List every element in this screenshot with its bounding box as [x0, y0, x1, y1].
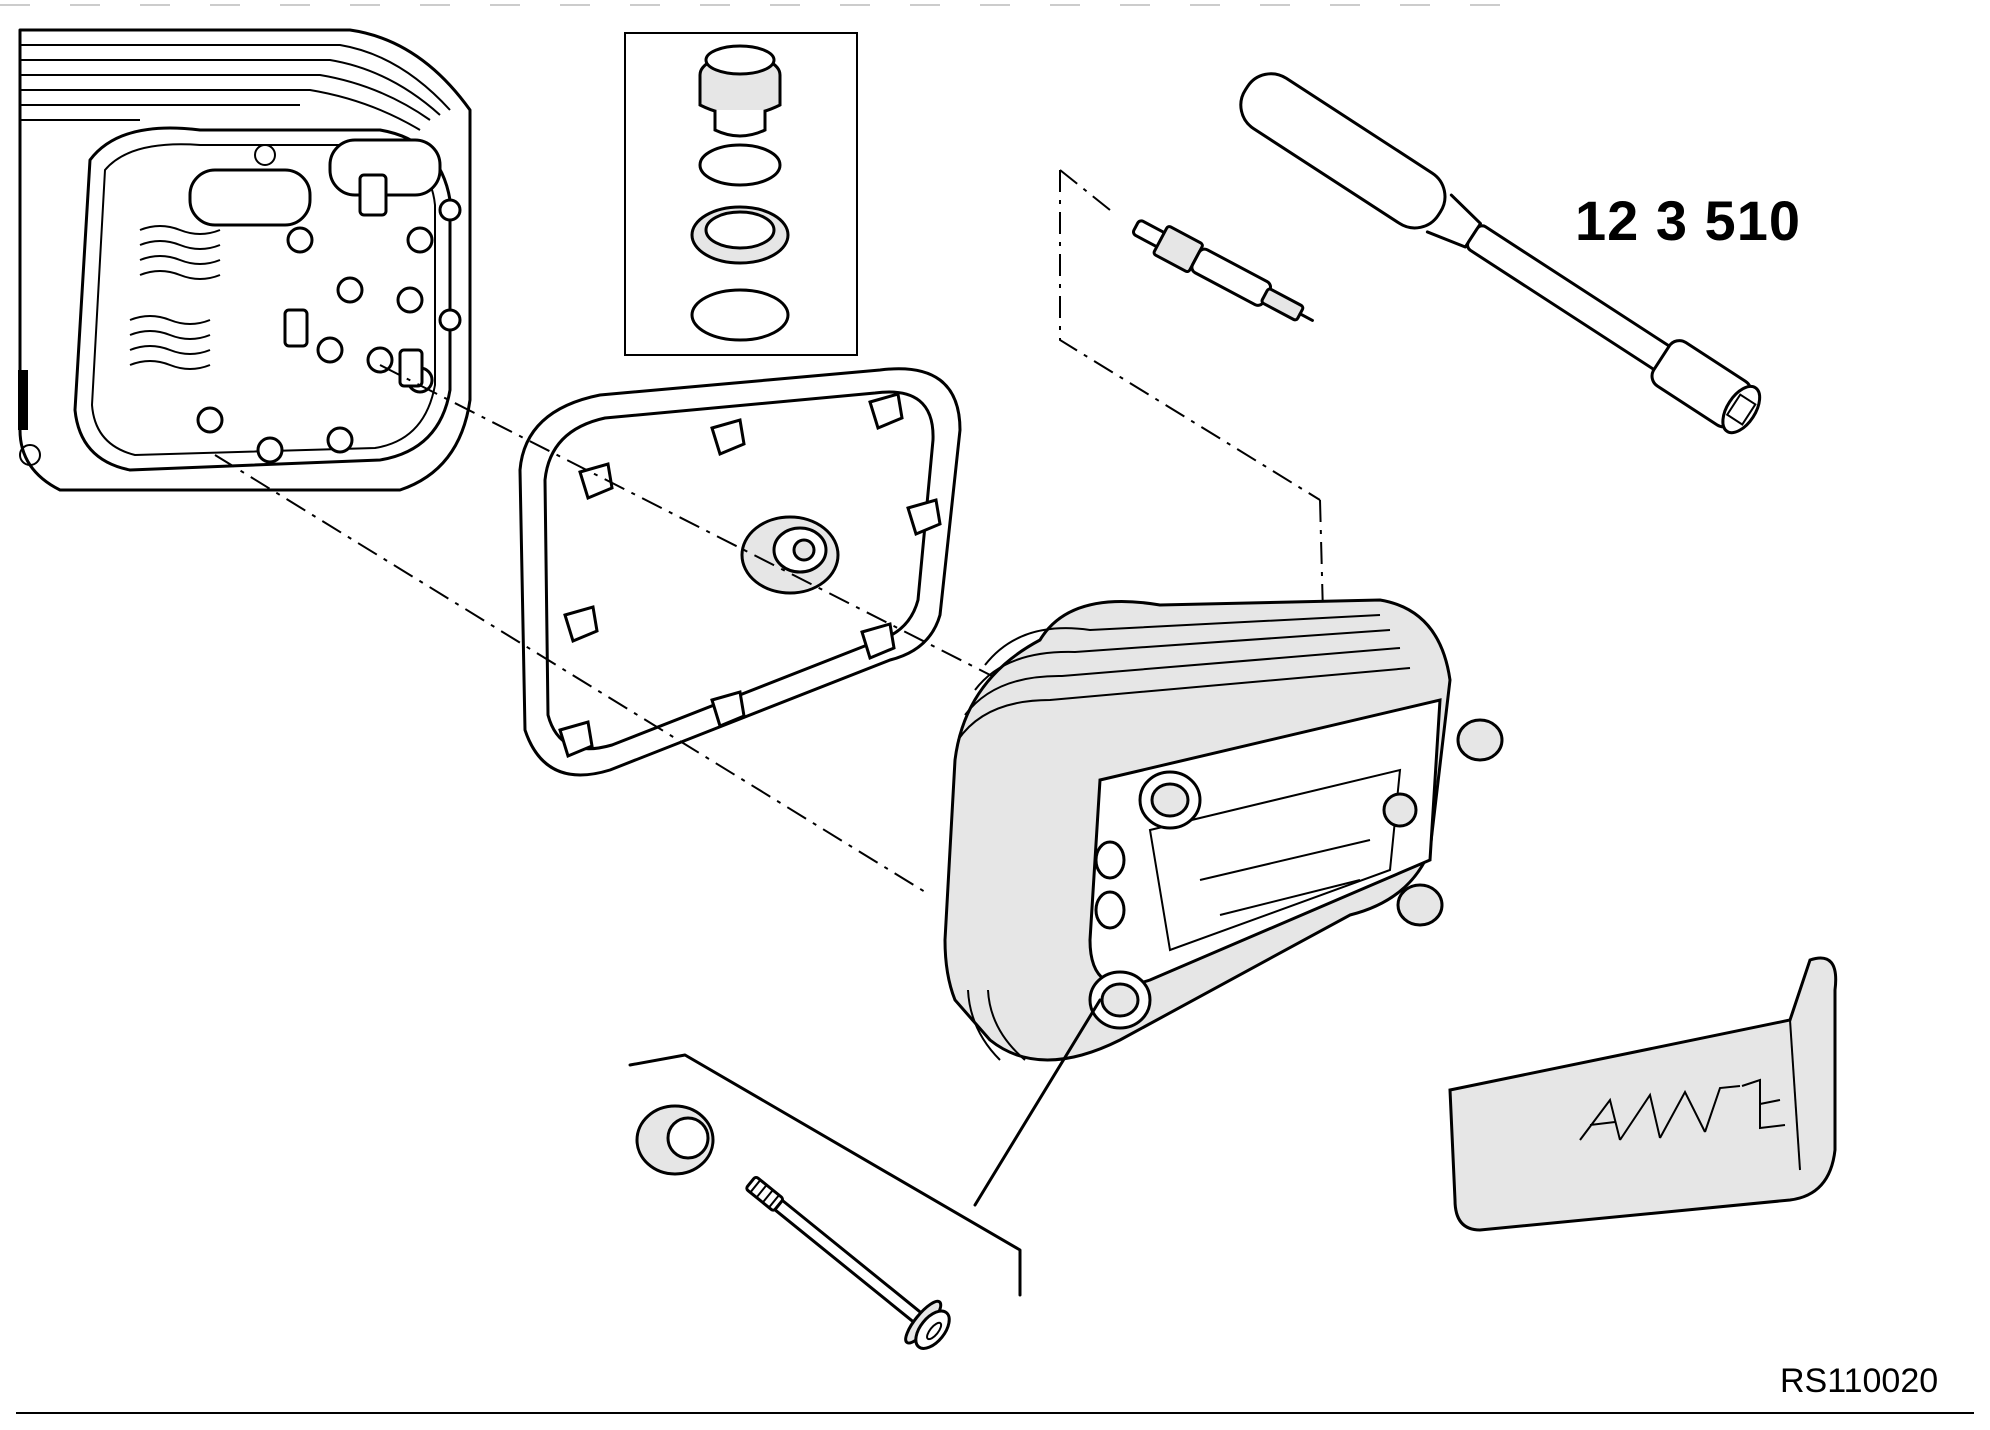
oil-filler-cap — [698, 44, 782, 138]
cover-bolt — [745, 1175, 951, 1350]
cylinder-head-cover — [943, 598, 1504, 1062]
bottom-divider — [16, 1412, 1974, 1414]
protective-cover — [1448, 956, 1838, 1232]
cylinder-head — [18, 28, 472, 492]
center-seal — [740, 515, 840, 595]
tool-number-label: 12 3 510 — [1575, 189, 1801, 252]
spark-plug-wrench — [1239, 72, 1762, 435]
cover-badge-lettering — [1579, 1078, 1786, 1141]
detail-box-frame — [624, 32, 858, 356]
rubber-grommet — [635, 1104, 715, 1176]
drawing-reference-label: RS110020 — [1780, 1362, 1939, 1400]
o-ring-upper — [698, 143, 782, 187]
sealing-ring — [690, 205, 790, 265]
o-ring-lower — [690, 288, 790, 342]
spark-plug — [1132, 219, 1314, 322]
cover-gasket — [518, 367, 962, 777]
